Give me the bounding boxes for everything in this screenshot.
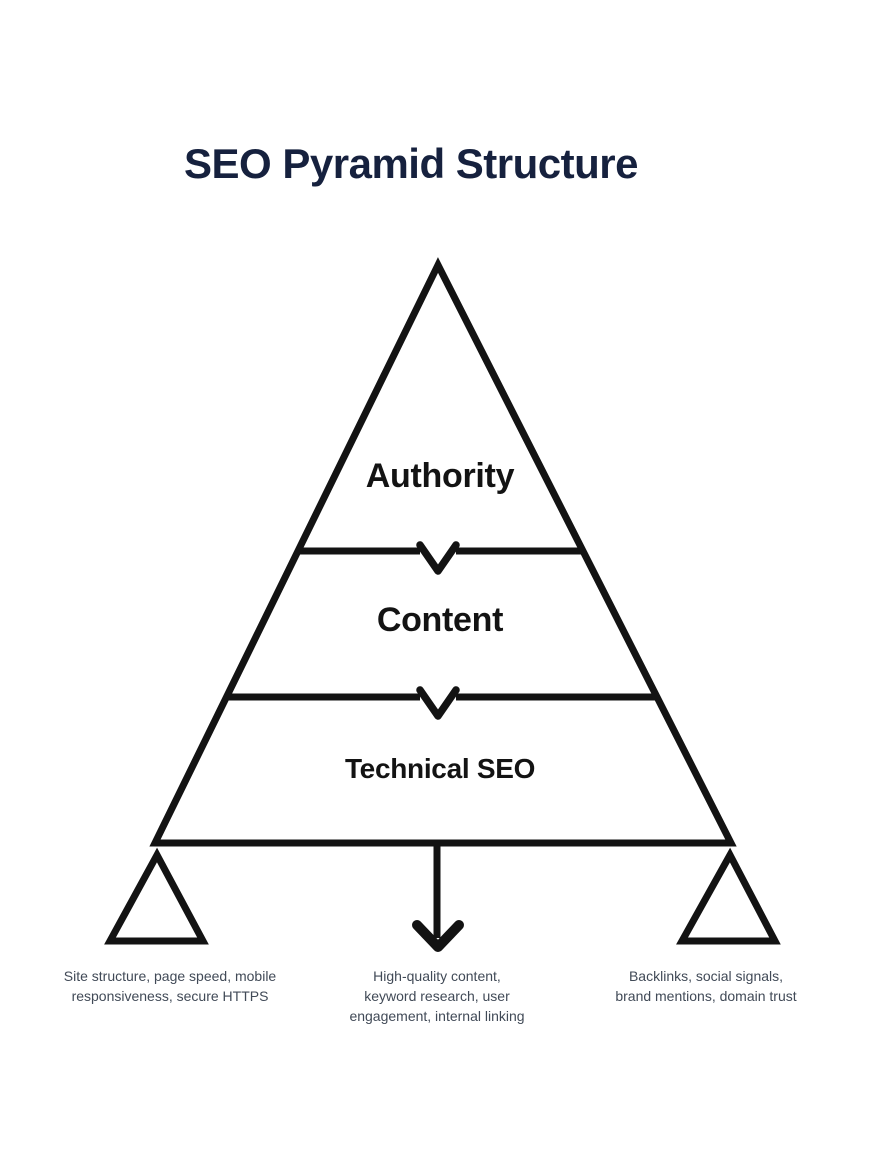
left-base-triangle-icon	[104, 847, 209, 945]
pyramid-outline	[149, 257, 737, 847]
caption-line: engagement, internal linking	[349, 1008, 525, 1024]
chevron-down-icon	[416, 541, 460, 575]
pyramid-level-content: Content	[376, 601, 504, 639]
page-title: SEO Pyramid Structure	[184, 140, 638, 187]
divider-content-technical	[226, 686, 657, 720]
caption-line: brand mentions, domain trust	[615, 988, 797, 1004]
caption-line: keyword research, user	[364, 988, 510, 1004]
caption-authority: Backlinks, social signals, brand mention…	[581, 966, 831, 1006]
caption-line: Backlinks, social signals,	[628, 968, 784, 984]
divider-authority-content	[298, 541, 581, 575]
arrow-head	[412, 920, 464, 952]
arrow-down-icon	[412, 844, 464, 952]
chevron-down-icon	[416, 686, 460, 720]
caption-content: High-quality content, keyword research, …	[312, 966, 562, 1026]
caption-technical-seo: Site structure, page speed, mobile respo…	[45, 966, 295, 1006]
right-base-triangle-icon	[676, 847, 781, 945]
caption-line: Site structure, page speed, mobile	[63, 968, 277, 984]
pyramid-level-technical-seo: Technical SEO	[344, 753, 536, 784]
caption-line: High-quality content,	[373, 968, 501, 984]
caption-line: responsiveness, secure HTTPS	[71, 988, 269, 1004]
pyramid-level-authority: Authority	[365, 457, 515, 495]
